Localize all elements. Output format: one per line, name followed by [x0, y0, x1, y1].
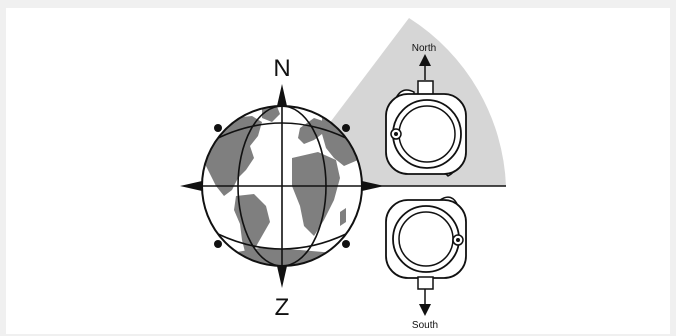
lens — [399, 212, 453, 266]
north-direction-label: North — [412, 43, 436, 54]
south-direction-label: South — [412, 320, 438, 331]
south-pole-label: Z — [275, 294, 290, 321]
north-pole-label: N — [273, 55, 290, 82]
device-south: South — [386, 197, 466, 331]
lens — [399, 106, 455, 162]
